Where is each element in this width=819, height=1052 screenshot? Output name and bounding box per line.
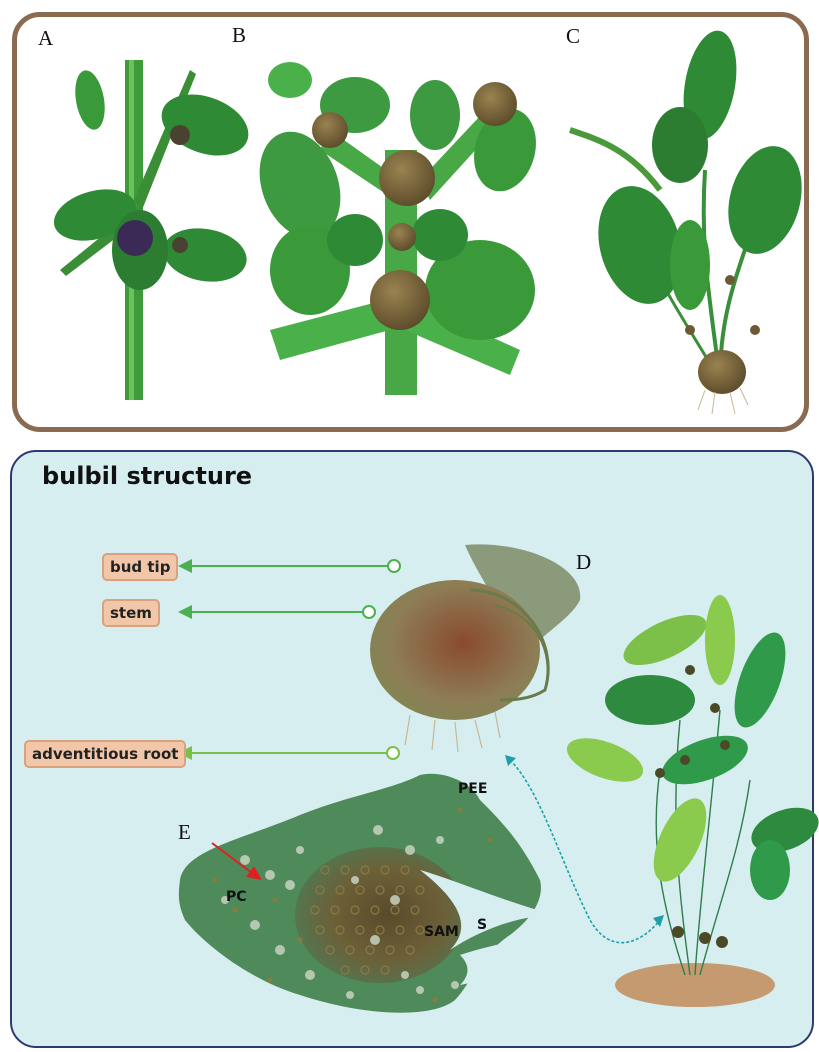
callout-adventitious-root: adventitious root bbox=[24, 740, 186, 768]
label-s: S bbox=[477, 917, 487, 933]
callout-stem: stem bbox=[102, 599, 160, 627]
label-sam: SAM bbox=[424, 924, 459, 940]
label-pc: PC bbox=[226, 889, 247, 905]
callout-bud-tip: bud tip bbox=[102, 553, 178, 581]
panel-label-e: E bbox=[178, 820, 191, 845]
callout-arrows bbox=[178, 559, 400, 760]
panel-label-d: D bbox=[576, 550, 591, 575]
label-pee: PEE bbox=[458, 781, 487, 797]
bulbil-illustration bbox=[370, 544, 580, 752]
diagram-title: bulbil structure bbox=[42, 462, 252, 490]
mature-plant-illustration bbox=[561, 595, 819, 1007]
